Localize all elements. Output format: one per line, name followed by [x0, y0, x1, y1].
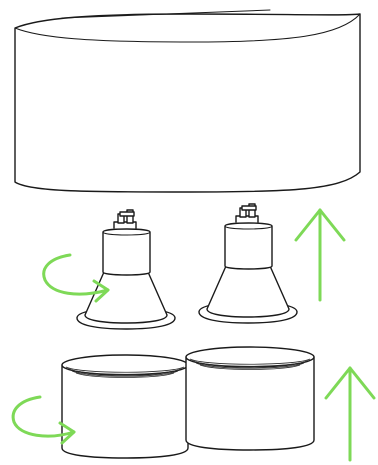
bulb-left: [77, 210, 175, 329]
up-arrow-ring-icon: [326, 368, 374, 460]
lamp-shade: [15, 10, 360, 192]
thread-ring-right: [186, 347, 314, 450]
thread-ring-left: [62, 355, 188, 458]
bulb-right: [199, 204, 297, 323]
up-arrow-bulb-icon: [296, 210, 344, 300]
